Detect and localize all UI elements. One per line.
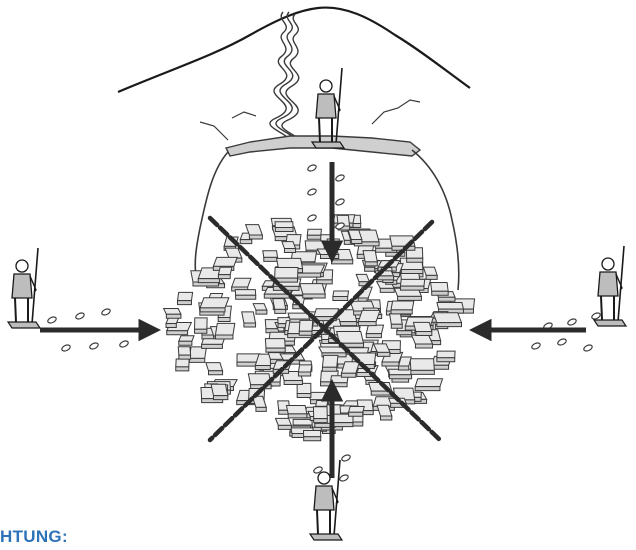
footprint-mark (567, 318, 577, 327)
debris-block (218, 267, 232, 278)
observer-left (8, 248, 40, 328)
footprint-mark (339, 474, 349, 483)
debris-block (431, 283, 449, 296)
debris-block (253, 304, 267, 314)
debris-block (176, 359, 189, 371)
debris-block (178, 292, 193, 304)
debris-block (273, 299, 286, 314)
debris-block (313, 407, 327, 423)
debris-block (423, 267, 437, 279)
debris-block (206, 363, 223, 375)
debris-block (232, 278, 251, 291)
debris-block (297, 383, 311, 397)
debris-block (189, 347, 206, 363)
hiker-figure-icon (8, 248, 40, 328)
footprint-mark (89, 342, 99, 351)
debris-block (263, 251, 278, 262)
debris-block (410, 359, 434, 375)
debris-block (275, 222, 293, 232)
debris-block (415, 379, 442, 391)
footprint-mark (307, 188, 317, 197)
footprint-mark (47, 316, 57, 325)
debris-block (178, 347, 190, 359)
descent-tracks (270, 12, 302, 148)
footprint-mark (75, 312, 85, 321)
footprint-mark (307, 164, 317, 173)
footprint-mark (557, 338, 567, 347)
debris-block (235, 290, 256, 300)
debris-block (391, 301, 414, 314)
debris-block (211, 384, 228, 399)
debris-block (412, 335, 433, 348)
footprint-mark (61, 344, 71, 353)
debris-block (303, 431, 320, 441)
footprint-mark (335, 198, 345, 207)
footprint-mark (583, 344, 593, 353)
debris-block (322, 355, 338, 371)
footprint-mark (101, 308, 111, 317)
warning-heading: HTUNG: (0, 527, 68, 547)
debris-block (275, 418, 291, 429)
debris-block (366, 325, 383, 338)
debris-block (195, 318, 208, 333)
debris-block (200, 298, 229, 312)
footprint-mark (531, 342, 541, 351)
debris-block (317, 249, 338, 259)
debris-block (433, 313, 461, 327)
footprint-mark (307, 214, 317, 223)
debris-block (333, 291, 349, 300)
debris-block (275, 268, 298, 283)
debris-block (377, 405, 392, 420)
debris-block (215, 323, 234, 339)
debris-block (363, 251, 377, 266)
debris-block (400, 279, 424, 290)
footprint-mark (119, 340, 129, 349)
debris-block (389, 369, 412, 378)
debris-block (399, 357, 412, 370)
debris-block (307, 229, 321, 239)
debris-block (390, 314, 403, 329)
footprint-mark (335, 174, 345, 183)
debris-block (265, 339, 285, 352)
debris-block (349, 407, 365, 417)
debris-block (202, 339, 225, 349)
debris-block (164, 309, 181, 319)
debris-block (437, 351, 455, 362)
debris-block (300, 284, 325, 298)
footprint-mark (591, 312, 601, 321)
debris-block (358, 310, 380, 325)
debris-block (179, 336, 194, 346)
fracture-lines (200, 100, 420, 140)
debris-block (413, 322, 431, 335)
debris-block (242, 312, 256, 327)
debris-block (299, 320, 312, 335)
debris-block (286, 405, 306, 417)
debris-block (298, 365, 311, 376)
footprint-mark (341, 454, 351, 463)
debris-block (282, 242, 296, 253)
avalanche-debris-field (164, 215, 475, 441)
